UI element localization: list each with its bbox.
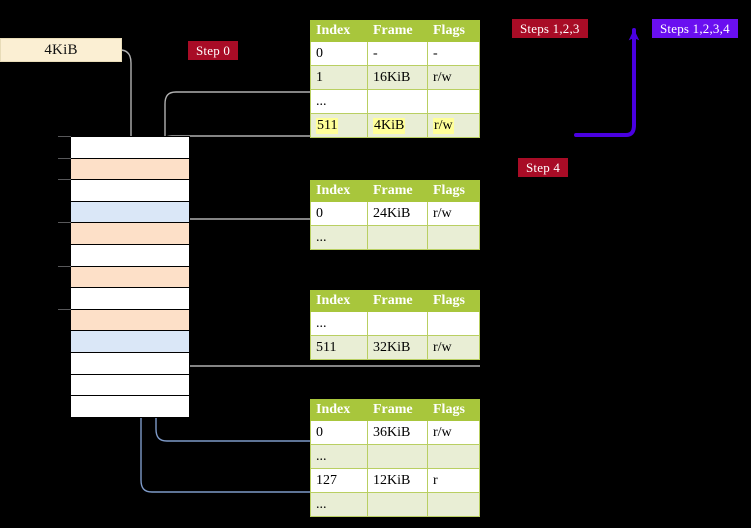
column-header-flags: Flags (427, 180, 480, 202)
column-header-frame: Frame (367, 290, 428, 312)
memory-frame-row (70, 287, 190, 310)
table-cell-flags (427, 225, 480, 250)
column-header-flags: Flags (427, 399, 480, 421)
memory-frame-row (70, 352, 190, 375)
table-cell-index: 511 (310, 113, 368, 138)
table-cell-index: 1 (310, 65, 368, 90)
table-cell-flags: r/w (427, 65, 480, 90)
steps-1234-badge: Steps 1,2,3,4 (652, 19, 738, 38)
step-4-badge: Step 4 (518, 158, 569, 177)
table-cell-frame: 12KiB (367, 468, 428, 493)
steps-123-badge: Steps 1,2,3 (512, 19, 588, 38)
table-cell-flags: - (427, 41, 480, 66)
table-row: ... (310, 444, 480, 469)
memory-frame-row (70, 373, 190, 397)
table-header-row: Index Frame Flags (310, 180, 480, 202)
table-cell-frame: 24KiB (367, 201, 428, 226)
table-cell-flags (427, 311, 480, 336)
step-0-badge: Step 0 (188, 41, 239, 60)
column-header-index: Index (310, 180, 368, 202)
table-cell-frame (367, 492, 428, 517)
table-cell-index: ... (310, 492, 368, 517)
table-cell-frame (367, 225, 428, 250)
table-cell-index: ... (310, 225, 368, 250)
table-cell-frame (367, 311, 428, 336)
table-cell-flags (427, 492, 480, 517)
table-cell-flags: r/w (427, 113, 480, 138)
memory-frame-tick (58, 308, 71, 310)
physical-memory-column (58, 136, 190, 418)
table-cell-flags: r/w (427, 201, 480, 226)
table-cell-flags (427, 89, 480, 114)
table-cell-frame: 4KiB (367, 113, 428, 138)
table-header-row: Index Frame Flags (310, 399, 480, 421)
memory-frame-row (70, 157, 190, 181)
table-row: 0-- (310, 41, 480, 66)
column-header-index: Index (310, 399, 368, 421)
column-header-flags: Flags (427, 290, 480, 312)
memory-frame-row (70, 136, 190, 159)
table-cell-index: 0 (310, 201, 368, 226)
table-cell-index: 0 (310, 420, 368, 445)
memory-frame-tick (58, 136, 71, 137)
memory-frame-row (70, 395, 190, 418)
table-cell-frame: 32KiB (367, 335, 428, 360)
table-cell-frame: 16KiB (367, 65, 428, 90)
column-header-frame: Frame (367, 399, 428, 421)
table-cell-index: ... (310, 89, 368, 114)
wire-4kib-to-frame (119, 49, 139, 155)
table-cell-frame: 36KiB (367, 420, 428, 445)
memory-frame-tick (58, 179, 71, 181)
memory-frame-row (70, 200, 190, 224)
table-cell-frame (367, 89, 428, 114)
table-row: ... (310, 89, 480, 114)
column-header-index: Index (310, 290, 368, 312)
memory-frame-tick (58, 222, 71, 224)
table-row: ... (310, 225, 480, 250)
memory-frame-row (70, 308, 190, 332)
table-cell-index: ... (310, 444, 368, 469)
page-size-label: 4KiB (0, 38, 122, 62)
memory-frame-row (70, 265, 190, 289)
column-header-frame: Frame (367, 180, 428, 202)
column-header-flags: Flags (427, 20, 480, 42)
table-cell-index: 127 (310, 468, 368, 493)
table-cell-index: 511 (310, 335, 368, 360)
table-cell-flags: r/w (427, 420, 480, 445)
table-row: ... (310, 492, 480, 517)
arrow-steps-loop (574, 28, 640, 137)
column-header-frame: Frame (367, 20, 428, 42)
table-header-row: Index Frame Flags (310, 290, 480, 312)
table-cell-index: 0 (310, 41, 368, 66)
table-cell-frame (367, 444, 428, 469)
memory-frame-tick (58, 157, 71, 159)
table-cell-frame: - (367, 41, 428, 66)
memory-frame-row (70, 244, 190, 267)
memory-frame-row (70, 222, 190, 245)
column-header-index: Index (310, 20, 368, 42)
memory-frame-tick (58, 265, 71, 267)
table-cell-index: ... (310, 311, 368, 336)
table-row: ... (310, 311, 480, 336)
memory-frame-row (70, 330, 190, 353)
memory-frame-row (70, 179, 190, 202)
table-cell-flags: r/w (427, 335, 480, 360)
table-header-row: Index Frame Flags (310, 20, 480, 42)
table-cell-flags: r (427, 468, 480, 493)
table-cell-flags (427, 444, 480, 469)
